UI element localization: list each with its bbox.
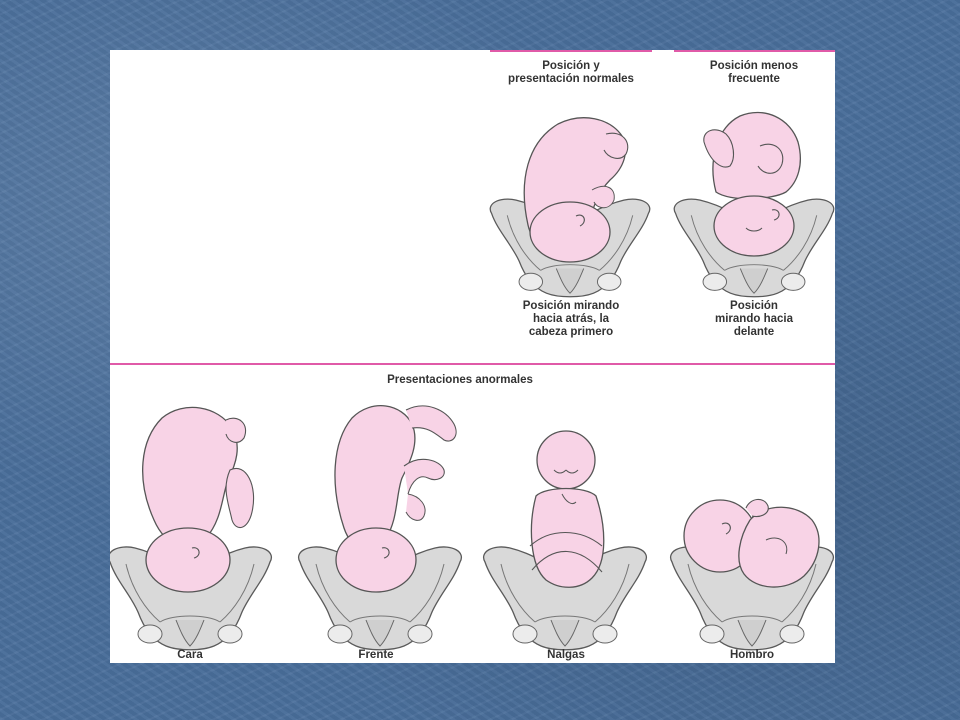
fetus-less-frequent-position — [673, 111, 835, 298]
case-label-breech: Nalgas — [547, 649, 585, 661]
fetus-brow-presentation — [297, 405, 463, 651]
front-position-caption: Posición mirando hacia delante — [715, 300, 793, 338]
back-position-caption: Posición mirando hacia atrás, la cabeza … — [522, 300, 620, 338]
fetus-normal-position — [489, 117, 651, 298]
fetus-breech-presentation — [482, 430, 648, 651]
less-frequent-position-header: Posición menos frecuente — [709, 60, 799, 85]
case-label-shoulder: Hombro — [729, 649, 775, 661]
case-label-face: Cara — [177, 649, 203, 661]
abnormal-presentations-header: Presentaciones anormales — [387, 374, 533, 386]
fetus-face-presentation — [110, 406, 273, 651]
fetal-presentations-illustration — [110, 50, 835, 651]
fetus-shoulder-presentation — [669, 498, 835, 651]
diagram-panel: Posición y presentación normales Posició… — [110, 50, 835, 663]
normal-position-header: Posición y presentación normales — [508, 60, 634, 85]
case-label-brow: Frente — [358, 649, 394, 661]
